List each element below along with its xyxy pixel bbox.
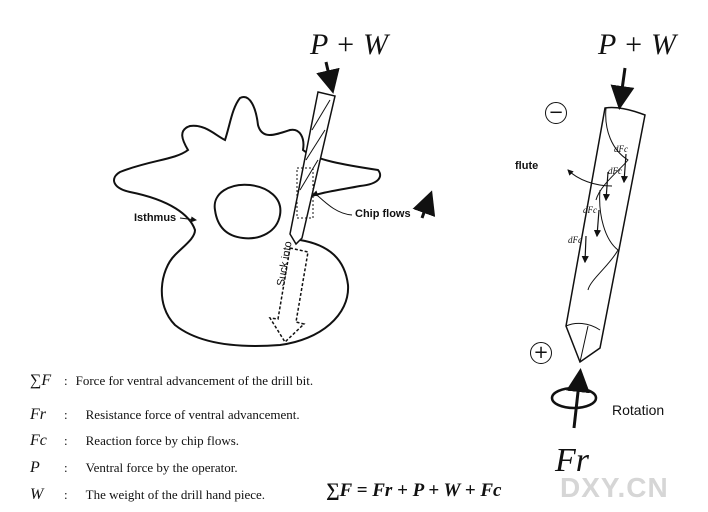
chip-flows-pointer <box>312 190 353 216</box>
dfc-label-1: dFc <box>614 144 628 154</box>
dfc-arrow-4 <box>581 235 589 264</box>
legend-symbol: Fc <box>30 432 47 449</box>
legend-row-p: P : Ventral force by the operator. <box>30 459 238 477</box>
legend-text: Resistance force of ventral advancement. <box>85 407 300 422</box>
drill-bit-vertebra <box>289 91 336 246</box>
dfc-arrow-3 <box>593 209 602 238</box>
fr-label: Fr <box>555 442 589 479</box>
plus-sign: + <box>530 342 552 364</box>
minus-sign: − <box>545 102 567 124</box>
top-right-formula: P + W <box>598 28 677 61</box>
force-equation: ∑F = Fr + P + W + Fc <box>326 480 502 501</box>
legend-row-w: W : The weight of the drill hand piece. <box>30 486 265 504</box>
fr-arrow <box>566 368 590 429</box>
legend-symbol: Fr <box>30 406 46 423</box>
legend-symbol: P <box>30 459 40 476</box>
legend-sep: : <box>64 433 68 448</box>
suck-into-arrow <box>268 247 309 344</box>
isthmus-pointer <box>179 216 197 223</box>
legend-sep: : <box>64 407 68 422</box>
legend-row-fr: Fr : Resistance force of ventral advance… <box>30 406 300 424</box>
legend-row-sumf: ∑F : Force for ventral advancement of th… <box>30 372 313 390</box>
spinal-canal <box>213 183 282 240</box>
force-arrow-right <box>610 67 635 110</box>
legend-text: Ventral force by the operator. <box>85 460 238 475</box>
isthmus-label: Isthmus <box>134 212 177 224</box>
top-left-formula: P + W <box>310 28 389 61</box>
legend-text: Reaction force by chip flows. <box>85 433 240 448</box>
dfc-label-2: dFc <box>608 166 622 176</box>
flute-pointer <box>567 169 613 187</box>
watermark: DXY.CN <box>560 472 669 503</box>
flute-label: flute <box>515 160 539 172</box>
legend-symbol: ∑F <box>30 372 52 389</box>
legend-text: The weight of the drill hand piece. <box>85 487 266 502</box>
legend-sep: : <box>64 373 68 388</box>
vertebra-outline <box>113 96 382 347</box>
force-arrow-left <box>316 61 340 94</box>
legend-sep: : <box>64 460 68 475</box>
chip-flows-label: Chip flows <box>355 208 411 220</box>
chip-flows-arrow <box>412 190 436 219</box>
rotation-label: Rotation <box>612 402 665 418</box>
dfc-label-3: dFc <box>583 205 597 215</box>
legend-sep: : <box>64 487 68 502</box>
dfc-label-4: dFc <box>568 235 582 245</box>
legend-text: Force for ventral advancement of the dri… <box>75 373 314 388</box>
dfc-arrow-1 <box>620 153 629 184</box>
legend-row-fc: Fc : Reaction force by chip flows. <box>30 432 239 450</box>
legend-symbol: W <box>30 486 44 503</box>
rotation-ellipse <box>550 386 598 410</box>
